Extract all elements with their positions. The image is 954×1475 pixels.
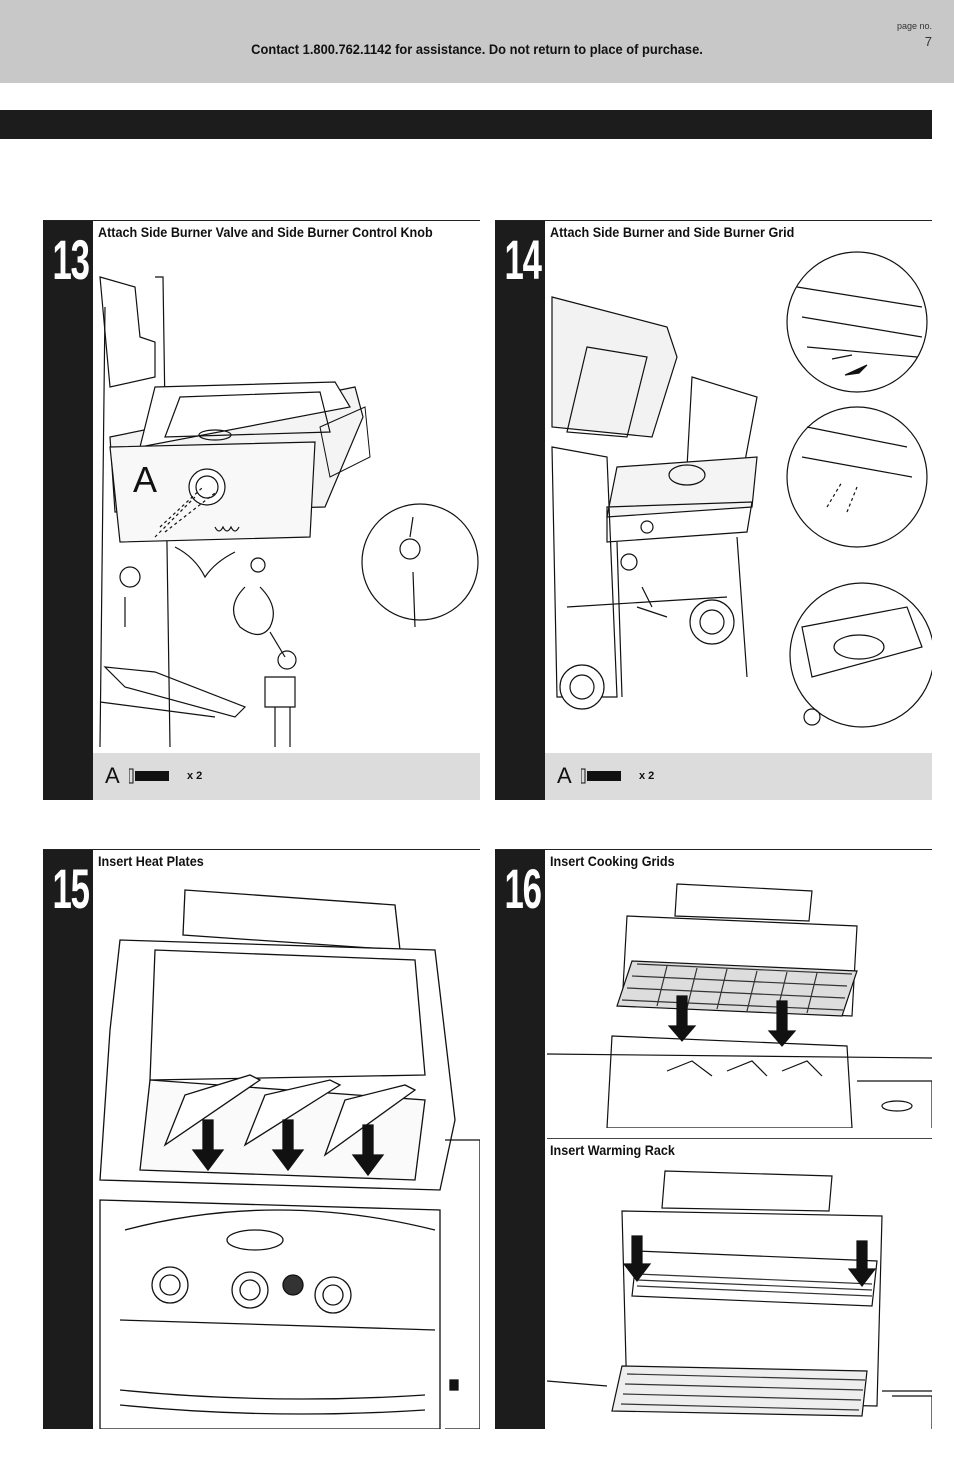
step-number-column: 13 xyxy=(43,221,93,800)
step-15: 15 Insert Heat Plates xyxy=(43,849,480,1429)
step-14: 14 Attach Side Burner and Side Burner Gr… xyxy=(495,220,932,800)
hardware-bar: A x 2 xyxy=(93,753,480,800)
step-number: 16 xyxy=(504,857,542,920)
section-bar xyxy=(0,110,932,139)
page-number: 7 xyxy=(924,34,932,49)
sub-step-divider xyxy=(547,1138,932,1139)
page-number-label: page no. xyxy=(896,21,932,31)
header-bar: Contact 1.800.762.1142 for assistance. D… xyxy=(0,0,954,83)
hardware-letter: A xyxy=(557,763,572,788)
warming-rack-illustration xyxy=(547,1170,932,1429)
step-13: 13 Attach Side Burner Valve and Side Bur… xyxy=(43,220,480,800)
contact-text: Contact 1.800.762.1142 for assistance. D… xyxy=(251,41,703,57)
heat-plates-illustration xyxy=(99,889,480,1429)
step-title: Attach Side Burner Valve and Side Burner… xyxy=(98,224,433,240)
hardware-quantity: x 2 xyxy=(187,770,203,782)
step-number: 13 xyxy=(52,228,90,291)
step-title: Attach Side Burner and Side Burner Grid xyxy=(550,224,795,240)
step-16: 16 Insert Cooking Grids Insert Warming R… xyxy=(495,849,932,1429)
step-number-column: 15 xyxy=(43,850,93,1429)
step-title: Insert Heat Plates xyxy=(98,853,204,869)
screw-icon xyxy=(581,768,621,784)
hardware-bar: A x 2 xyxy=(545,753,932,800)
step-number: 15 xyxy=(52,857,90,920)
step-number-column: 16 xyxy=(495,850,545,1429)
step-number-column: 14 xyxy=(495,221,545,800)
cooking-grids-illustration xyxy=(547,883,932,1128)
step-title: Insert Cooking Grids xyxy=(550,853,675,869)
side-burner-valve-illustration: A xyxy=(99,276,479,748)
hardware-letter: A xyxy=(105,763,120,788)
sub-step-title: Insert Warming Rack xyxy=(550,1142,675,1158)
screw-icon xyxy=(129,768,169,784)
step-number: 14 xyxy=(504,228,542,291)
callout-a: A xyxy=(133,459,157,500)
side-burner-grid-illustration xyxy=(551,251,932,728)
hardware-quantity: x 2 xyxy=(639,770,655,782)
